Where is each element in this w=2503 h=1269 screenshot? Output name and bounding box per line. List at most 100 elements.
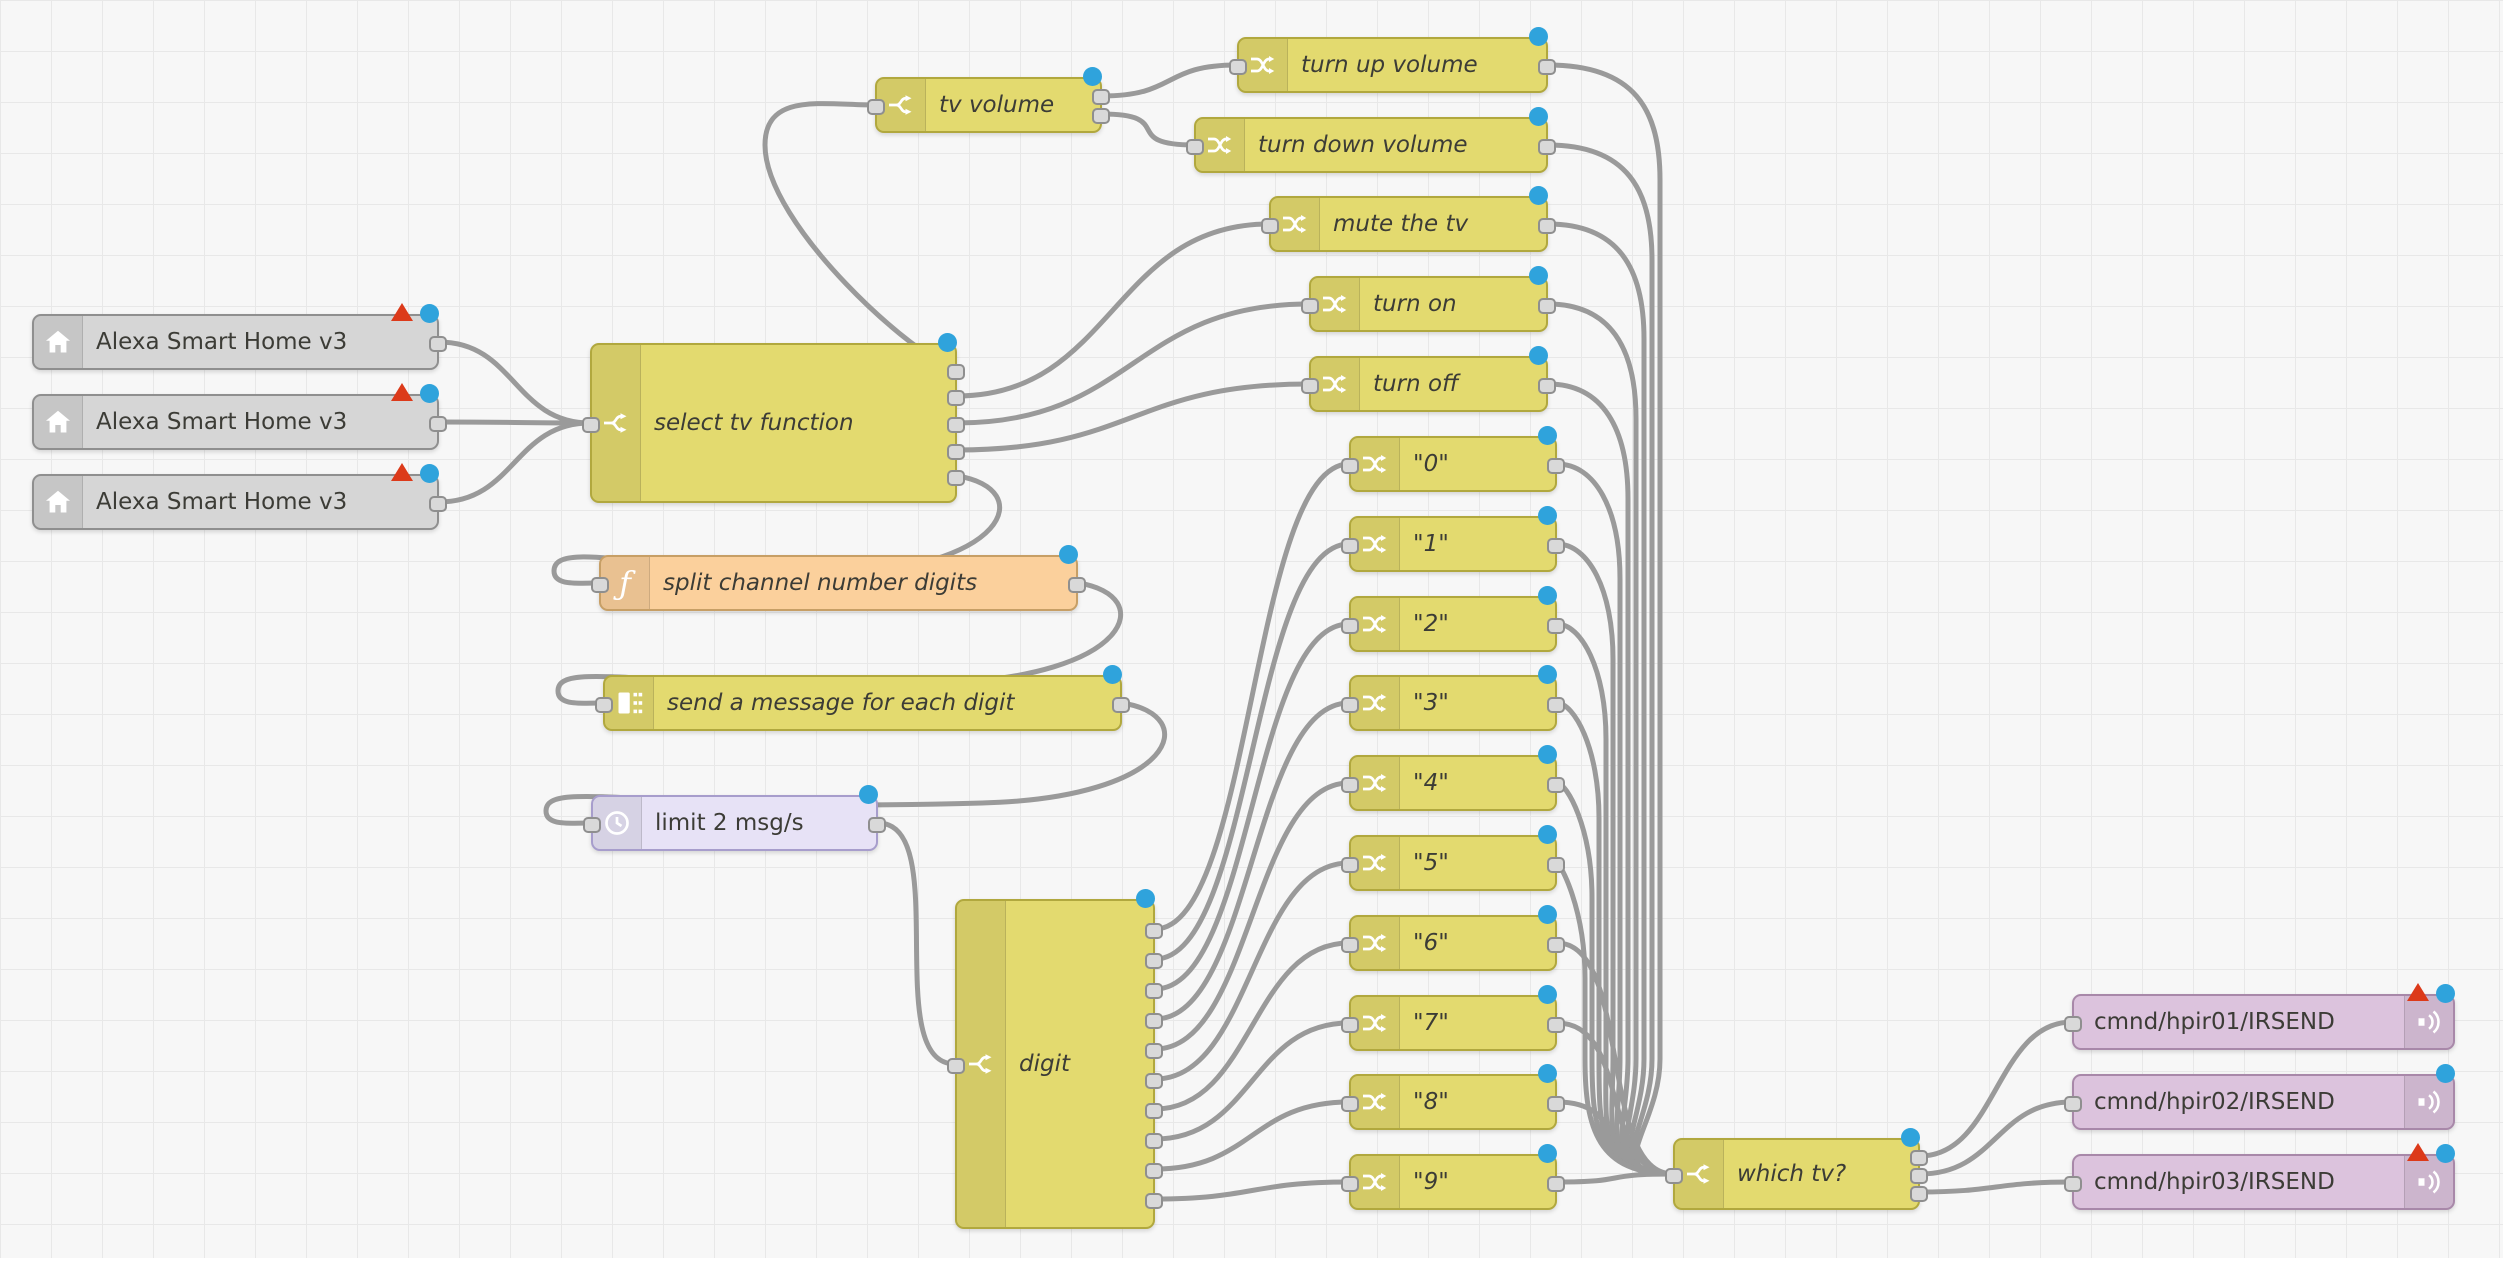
output-port[interactable] <box>947 364 965 380</box>
node-digit-5[interactable]: "5" <box>1341 825 1565 891</box>
wire[interactable] <box>954 381 1312 453</box>
output-port[interactable] <box>1547 1017 1565 1033</box>
output-port[interactable] <box>1112 697 1130 713</box>
wire[interactable] <box>1152 700 1352 1022</box>
node-alexa-smart-home-1[interactable]: Alexa Smart Home v3 <box>32 303 447 370</box>
output-port[interactable] <box>1092 108 1110 124</box>
node-send-a-message-for-each-digit[interactable]: send a message for each digit <box>595 665 1130 731</box>
output-port[interactable] <box>1145 983 1163 999</box>
node-digit-8[interactable]: "8" <box>1341 1064 1565 1130</box>
wire[interactable] <box>1554 1020 1676 1177</box>
output-port[interactable] <box>1538 218 1556 234</box>
wire[interactable] <box>1152 621 1352 992</box>
output-port[interactable] <box>1547 777 1565 793</box>
wire[interactable] <box>1152 860 1352 1082</box>
output-port[interactable] <box>1145 1013 1163 1029</box>
output-port[interactable] <box>1910 1186 1928 1202</box>
input-port[interactable] <box>583 817 601 833</box>
input-port[interactable] <box>1341 1017 1359 1033</box>
wire[interactable] <box>1917 1099 2075 1177</box>
node-mute-the-tv[interactable]: mute the tv <box>1261 186 1556 252</box>
wire[interactable] <box>1554 1099 1676 1177</box>
wire[interactable] <box>1554 1171 1676 1185</box>
node-mqtt-hpir01[interactable]: cmnd/hpir01/IRSEND <box>2064 983 2455 1050</box>
wire[interactable] <box>1099 111 1197 148</box>
output-port[interactable] <box>1547 1096 1565 1112</box>
output-port[interactable] <box>947 417 965 433</box>
input-port[interactable] <box>1186 139 1204 155</box>
node-digit-9[interactable]: "9" <box>1341 1144 1565 1210</box>
output-port[interactable] <box>429 496 447 512</box>
input-port[interactable] <box>1229 59 1247 75</box>
output-port[interactable] <box>1547 697 1565 713</box>
output-port[interactable] <box>1145 1193 1163 1209</box>
output-port[interactable] <box>1092 89 1110 105</box>
output-port[interactable] <box>1538 139 1556 155</box>
output-port[interactable] <box>1547 857 1565 873</box>
output-port[interactable] <box>1910 1168 1928 1184</box>
wire[interactable] <box>1152 1020 1352 1142</box>
output-port[interactable] <box>947 390 965 406</box>
wire[interactable] <box>762 101 960 373</box>
input-port[interactable] <box>2064 1096 2082 1112</box>
wire[interactable] <box>1917 1019 2075 1159</box>
output-port[interactable] <box>429 416 447 432</box>
input-port[interactable] <box>1341 1096 1359 1112</box>
input-port[interactable] <box>1261 218 1279 234</box>
input-port[interactable] <box>2064 1176 2082 1192</box>
node-digit-3[interactable]: "3" <box>1341 665 1565 731</box>
wire[interactable] <box>954 301 1312 426</box>
wire[interactable] <box>436 419 593 426</box>
output-port[interactable] <box>1538 298 1556 314</box>
wire[interactable] <box>1554 860 1676 1177</box>
input-port[interactable] <box>1341 1176 1359 1192</box>
input-port[interactable] <box>591 577 609 593</box>
node-digit-0[interactable]: "0" <box>1341 426 1565 492</box>
output-port[interactable] <box>1547 618 1565 634</box>
input-port[interactable] <box>947 1058 965 1074</box>
output-port[interactable] <box>1538 59 1556 75</box>
node-alexa-smart-home-3[interactable]: Alexa Smart Home v3 <box>32 463 447 530</box>
node-digit-6[interactable]: "6" <box>1341 905 1565 971</box>
input-port[interactable] <box>1665 1168 1683 1184</box>
input-port[interactable] <box>1341 857 1359 873</box>
node-digit-1[interactable]: "1" <box>1341 506 1565 572</box>
input-port[interactable] <box>582 417 600 433</box>
wire[interactable] <box>436 339 593 426</box>
node-turn-off[interactable]: turn off <box>1301 346 1556 412</box>
node-select-tv-function[interactable]: select tv function <box>582 333 965 503</box>
input-port[interactable] <box>1301 298 1319 314</box>
wire[interactable] <box>1152 461 1352 932</box>
node-split-channel-number-digits[interactable]: ƒ split channel number digits <box>591 545 1086 611</box>
wire[interactable] <box>436 420 593 505</box>
node-turn-on[interactable]: turn on <box>1301 266 1556 332</box>
node-digit-2[interactable]: "2" <box>1341 586 1565 652</box>
input-port[interactable] <box>1341 538 1359 554</box>
wire[interactable] <box>1554 541 1676 1177</box>
input-port[interactable] <box>1341 697 1359 713</box>
node-digit-7[interactable]: "7" <box>1341 985 1565 1051</box>
node-tv-volume[interactable]: tv volume <box>867 67 1110 133</box>
output-port[interactable] <box>947 470 965 486</box>
output-port[interactable] <box>1910 1150 1928 1166</box>
output-port[interactable] <box>1145 1133 1163 1149</box>
wire[interactable] <box>1152 940 1352 1112</box>
output-port[interactable] <box>1538 378 1556 394</box>
node-which-tv[interactable]: which tv? <box>1665 1128 1928 1210</box>
node-alexa-smart-home-2[interactable]: Alexa Smart Home v3 <box>32 383 447 450</box>
output-port[interactable] <box>1145 923 1163 939</box>
input-port[interactable] <box>1341 777 1359 793</box>
wire[interactable] <box>1152 1179 1352 1202</box>
input-port[interactable] <box>1341 618 1359 634</box>
wire[interactable] <box>1152 780 1352 1052</box>
output-port[interactable] <box>1068 577 1086 593</box>
input-port[interactable] <box>1301 378 1319 394</box>
input-port[interactable] <box>1341 458 1359 474</box>
output-port[interactable] <box>1145 953 1163 969</box>
wire[interactable] <box>875 820 958 1067</box>
node-turn-up-volume[interactable]: turn up volume <box>1229 27 1556 93</box>
output-port[interactable] <box>1145 1073 1163 1089</box>
wire[interactable] <box>1099 62 1240 99</box>
output-port[interactable] <box>1145 1163 1163 1179</box>
